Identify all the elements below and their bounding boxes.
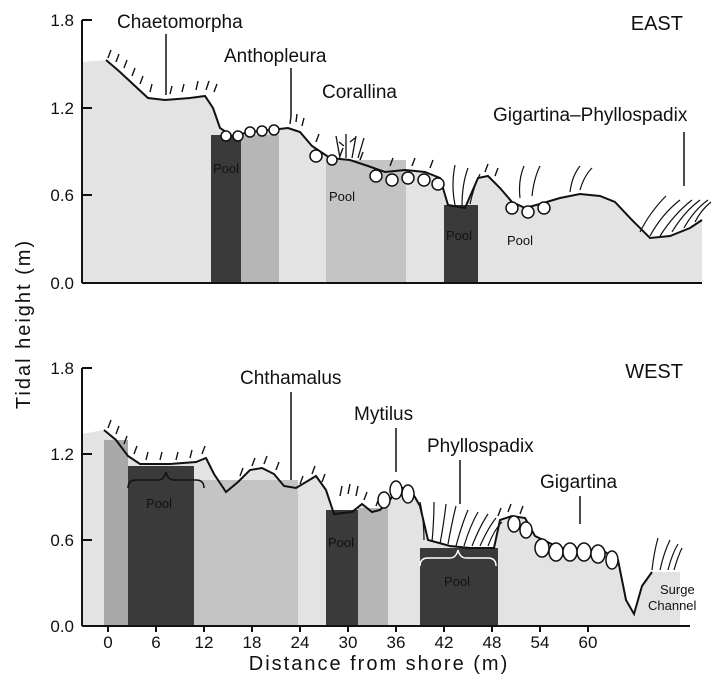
west-y-tick-label-0-6: 0.6	[50, 531, 74, 550]
west-channel-label-channel: Channel	[648, 598, 697, 613]
x-axis-title: Distance from shore (m)	[249, 653, 510, 675]
east-pool-label-2: Pool	[329, 189, 355, 204]
west-channel-label-surge: Surge	[660, 582, 695, 597]
east-panel: 1.8 1.2 0.6 0.0 EAST Chaetomorpha Anthop…	[50, 11, 712, 293]
west-rock-zone-3	[358, 508, 388, 626]
east-rock-zone-1	[241, 135, 279, 283]
west-y-tick-label-0-0: 0.0	[50, 617, 74, 636]
x-tick-label: 48	[483, 633, 502, 652]
west-label-gigartina: Gigartina	[540, 472, 618, 493]
west-label-mytilus: Mytilus	[354, 404, 413, 425]
west-barnacle-texture	[107, 419, 524, 517]
x-tick-label: 24	[291, 633, 310, 652]
east-corallina-fronds	[335, 134, 365, 159]
west-pool-label-3: Pool	[444, 574, 470, 589]
x-tick-label: 12	[195, 633, 214, 652]
east-y-tick-label-0-0: 0.0	[50, 274, 74, 293]
east-y-tick-label-1-2: 1.2	[50, 99, 74, 118]
east-label-corallina: Corallina	[322, 82, 397, 103]
x-axis-ticks: 0 6 12 18 24 30 36 42 48 54 60	[103, 626, 597, 652]
west-mussel-bulbs	[377, 480, 619, 570]
x-tick-label: 42	[435, 633, 454, 652]
x-tick-label: 0	[103, 633, 112, 652]
west-label-phyllospadix: Phyllospadix	[427, 436, 534, 457]
x-tick-label: 18	[243, 633, 262, 652]
west-pool-brace-1	[127, 471, 205, 489]
east-y-tick-label-0-6: 0.6	[50, 186, 74, 205]
y-axis-title: Tidal height (m)	[13, 239, 35, 409]
west-pool-label-2: Pool	[328, 535, 354, 550]
x-tick-label: 30	[339, 633, 358, 652]
east-label-gigartina-phyllospadix: Gigartina–Phyllospadix	[493, 105, 688, 126]
east-pool-label-3: Pool	[446, 228, 472, 243]
x-tick-label: 60	[579, 633, 598, 652]
west-pool-zone-1	[128, 466, 194, 626]
east-y-tick-label-1-8: 1.8	[50, 11, 74, 30]
east-barnacle-texture	[107, 49, 499, 177]
east-label-chaetomorpha: Chaetomorpha	[117, 12, 243, 33]
west-panel-title: WEST	[625, 361, 683, 383]
west-panel: 1.8 1.2 0.6 0.0 WEST Chthamalus Mytilus …	[50, 359, 696, 636]
west-y-tick-label-1-8: 1.8	[50, 359, 74, 378]
x-tick-label: 36	[387, 633, 406, 652]
west-label-chthamalus: Chthamalus	[240, 368, 341, 389]
west-pool-label-1: Pool	[146, 496, 172, 511]
east-pool-label-4: Pool	[507, 233, 533, 248]
east-phyllospadix-blades	[452, 164, 712, 237]
east-pool-zone-1	[211, 135, 241, 283]
west-pool-brace-2	[419, 549, 497, 567]
west-pool-zone-3	[420, 548, 498, 626]
west-y-tick-label-1-2: 1.2	[50, 445, 74, 464]
east-surface-line	[105, 59, 703, 240]
east-label-anthopleura: Anthopleura	[224, 46, 327, 67]
east-pool-label-1: Pool	[213, 161, 239, 176]
x-tick-label: 54	[531, 633, 550, 652]
x-tick-label: 6	[151, 633, 160, 652]
west-phyllospadix-blades	[419, 501, 683, 571]
east-anemone-bulbs	[220, 124, 551, 219]
west-rock-zone-2	[194, 480, 298, 626]
east-panel-title: EAST	[631, 13, 683, 35]
west-rock-zone-1	[104, 440, 128, 626]
east-pool-zone-3	[444, 205, 478, 283]
west-pool-zone-2	[326, 510, 358, 626]
